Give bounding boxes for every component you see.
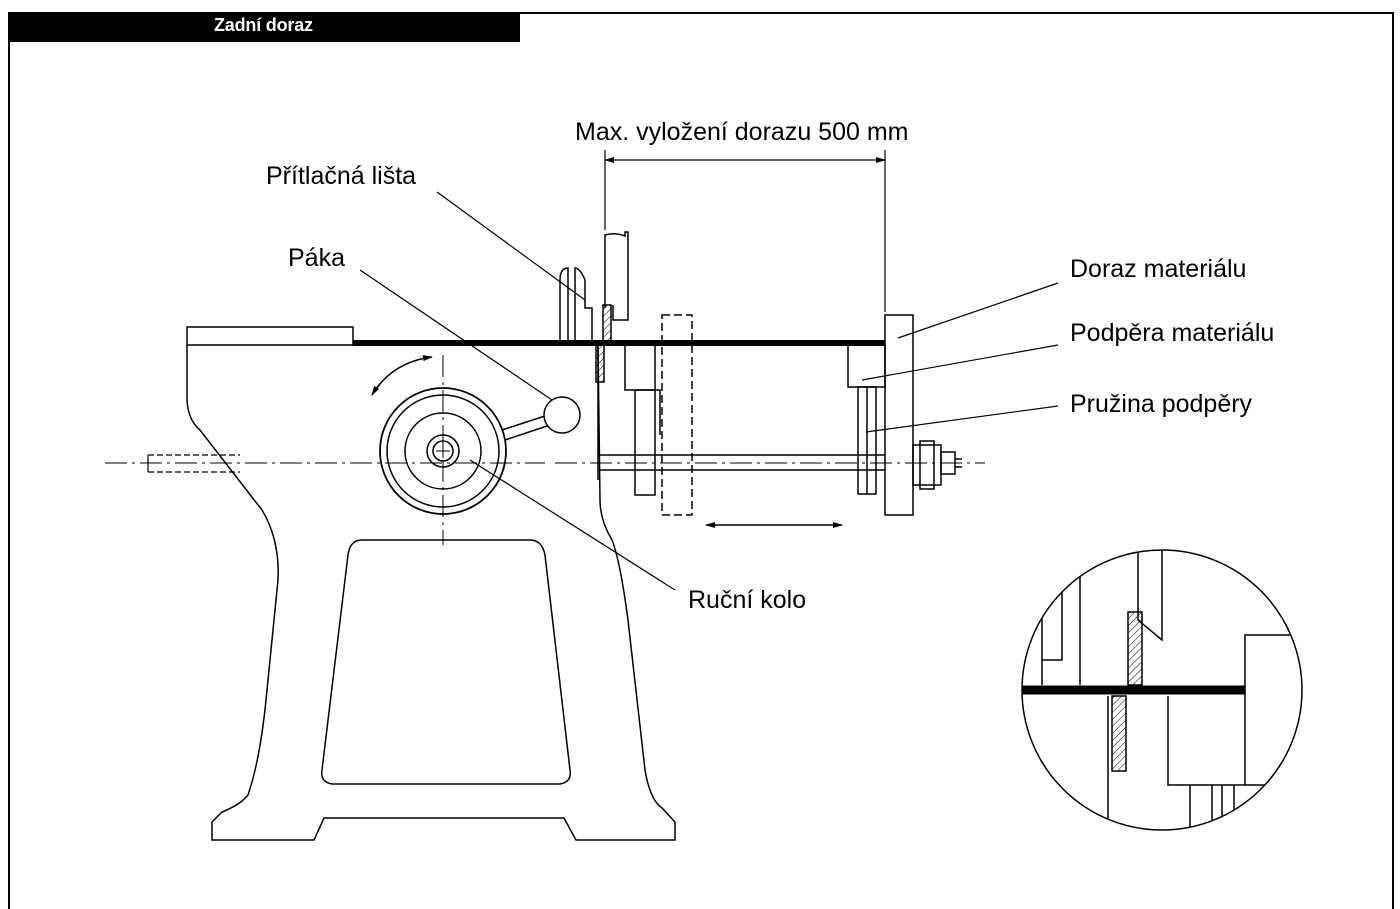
material-stop-label: Doraz materiálu — [1070, 255, 1246, 283]
support-spring-label: Pružina podpěry — [1070, 390, 1253, 418]
front-table — [186, 326, 354, 346]
drawing-frame — [8, 12, 1394, 909]
max-reach-dimension — [604, 150, 886, 312]
pressure-bar-label: Přítlačná lišta — [266, 162, 416, 190]
machine-body — [186, 326, 676, 841]
title-bar: Zadní doraz — [8, 12, 520, 42]
left-shaft — [147, 454, 240, 473]
detail-circle — [1021, 549, 1303, 831]
rotation-arrow — [371, 355, 433, 396]
hand-wheel-label: Ruční kolo — [688, 586, 806, 614]
hand-wheel — [379, 387, 507, 515]
frame-opening — [320, 539, 572, 785]
back-gauge — [598, 314, 962, 516]
detail-view — [1021, 549, 1303, 831]
pressure-bar — [559, 231, 629, 383]
material-support-label: Podpěra materiálu — [1070, 319, 1274, 347]
max-reach-label: Max. vyložení dorazu 500 mm — [575, 118, 908, 146]
page-title: Zadní doraz — [214, 15, 313, 35]
lever-label: Páka — [288, 244, 345, 272]
lever — [501, 396, 581, 441]
center-lines — [105, 355, 985, 545]
leader-lines — [359, 191, 1059, 591]
